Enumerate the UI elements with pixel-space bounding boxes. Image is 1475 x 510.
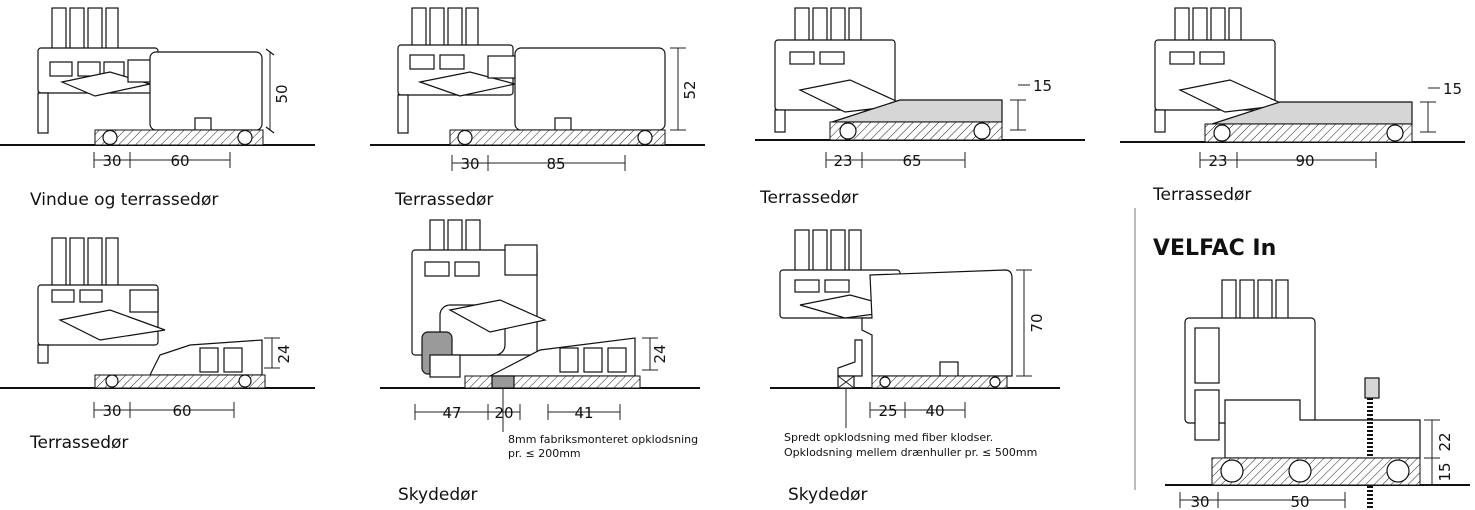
d3-caption: Terrassedør <box>759 188 858 208</box>
bedding-hatch <box>1211 457 1421 486</box>
sill-block <box>514 47 666 131</box>
drain-slot <box>194 117 212 131</box>
d4-height: 15 <box>1443 80 1462 98</box>
detail-4: 15 23 90 Terrassedør <box>1120 7 1465 205</box>
d6-width-b: 20 <box>494 404 513 422</box>
bedding-hatch <box>94 374 266 389</box>
d6-width-a: 47 <box>442 404 461 422</box>
frame-profile <box>1184 317 1421 459</box>
d7-width-b: 40 <box>925 402 944 420</box>
d8-width-b: 50 <box>1290 493 1309 510</box>
d3-width-a: 23 <box>833 152 852 170</box>
d4-width-b: 90 <box>1295 152 1314 170</box>
d7-width-a: 25 <box>878 402 897 420</box>
d1-width-a: 30 <box>102 152 121 170</box>
frame-profile <box>1154 39 1288 133</box>
factory-shim <box>491 375 515 389</box>
d8-height-a: 22 <box>1436 432 1454 451</box>
bedding-hatch <box>1204 123 1413 143</box>
d8-height-b: 15 <box>1436 462 1454 481</box>
d5-height: 24 <box>275 344 293 363</box>
frame-profile <box>37 47 159 134</box>
d7-note-line-1: Spredt opklodsning med fiber klodser. <box>784 431 993 444</box>
d1-height: 50 <box>273 84 291 103</box>
frame-profile <box>397 44 519 134</box>
drain-slot <box>554 117 572 131</box>
d8-heading: VELFAC In <box>1153 236 1276 261</box>
d6-note-line-2: pr. ≤ 200mm <box>508 447 581 460</box>
d1-caption: Vindue og terrassedør <box>30 190 218 210</box>
d7-height: 70 <box>1028 313 1046 332</box>
frame-profile <box>37 284 166 364</box>
bedding-hatch <box>871 375 1008 389</box>
bedding-hatch <box>449 129 666 146</box>
d2-width-b: 85 <box>546 155 565 173</box>
adjust-screw-head <box>1364 377 1380 399</box>
sill-block <box>861 269 1013 377</box>
detail-3: 15 23 65 Terrassedør <box>755 7 1085 208</box>
d2-width-a: 30 <box>460 155 479 173</box>
detail-8: VELFAC In 22 15 30 50 <box>1153 236 1470 510</box>
bedding-hatch <box>829 121 1003 141</box>
d6-note-line-1: 8mm fabriksmonteret opklodsning <box>508 433 698 446</box>
detail-7: 70 25 40 Spredt opklodsning med fiber kl… <box>770 229 1060 505</box>
d2-height: 52 <box>681 80 699 99</box>
d5-width-a: 30 <box>102 402 121 420</box>
d3-width-b: 65 <box>902 152 921 170</box>
hook-profile <box>837 339 863 377</box>
detail-1: 50 30 60 Vindue og terrassedør <box>0 7 315 210</box>
d2-caption: Terrassedør <box>394 190 493 210</box>
d5-caption: Terrassedør <box>29 433 128 453</box>
d7-note-line-2: Opklodsning mellem drænhuller pr. ≤ 500m… <box>784 446 1037 459</box>
d6-height: 24 <box>651 344 669 363</box>
d3-height: 15 <box>1033 77 1052 95</box>
d6-caption: Skydedør <box>398 485 478 505</box>
bedding-hatch <box>464 375 641 389</box>
d4-caption: Terrassedør <box>1152 185 1251 205</box>
d7-caption: Skydedør <box>788 485 868 505</box>
bedding-hatch <box>94 129 264 146</box>
frame-profile <box>774 39 908 133</box>
frame-profile <box>411 244 547 356</box>
d4-width-a: 23 <box>1208 152 1227 170</box>
detail-5: 24 30 60 Terrassedør <box>0 237 315 453</box>
d8-width-a: 30 <box>1190 493 1209 510</box>
detail-2: 52 30 85 Terrassedør <box>370 7 705 210</box>
d6-width-c: 41 <box>574 404 593 422</box>
d1-width-b: 60 <box>170 152 189 170</box>
detail-6: 24 47 20 41 8mm fabriksmonteret opklodsn… <box>380 219 700 505</box>
d5-width-b: 60 <box>172 402 191 420</box>
